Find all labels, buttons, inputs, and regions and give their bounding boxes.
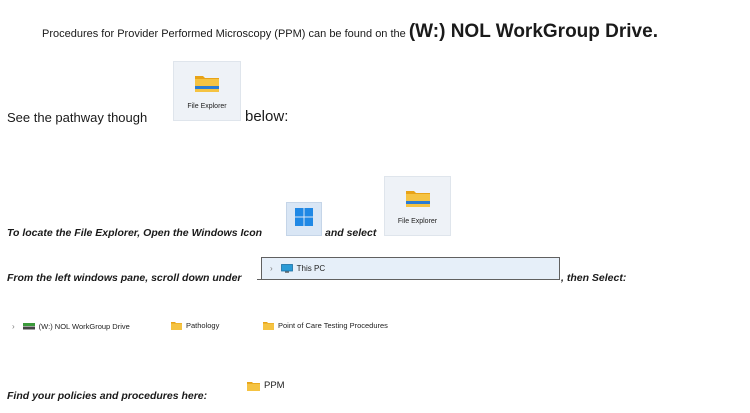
- chevron-right-icon-2: ›: [12, 322, 15, 331]
- file-explorer-folder-icon: [194, 72, 220, 99]
- file-explorer-caption-2: File Explorer: [397, 218, 438, 225]
- left-pane-step-text: From the left windows pane, scroll down …: [7, 272, 242, 284]
- windows-icon: [295, 207, 313, 231]
- path-folder-poct-label: Point of Care Testing Procedures: [278, 321, 388, 330]
- file-explorer-folder-icon-2: [405, 187, 431, 214]
- ppm-folder-item: PPM: [247, 380, 285, 391]
- pathway-text-after: below:: [245, 108, 289, 125]
- left-pane-step-then-select: , then Select:: [561, 272, 627, 284]
- file-explorer-caption: File Explorer: [187, 103, 227, 110]
- locate-step-and-select: and select: [325, 227, 377, 239]
- monitor-icon: [280, 264, 293, 273]
- path-folder-pathology: Pathology: [171, 321, 219, 330]
- this-pc-row-screenshot: › This PC: [261, 257, 560, 280]
- drive-name-heading: (W:) NOL WorkGroup Drive: [408, 21, 653, 42]
- this-pc-underline-left: [257, 279, 262, 280]
- windows-icon-screenshot: [286, 202, 322, 236]
- folder-icon: [171, 321, 182, 330]
- find-step-text: Find your policies and procedures here:: [7, 390, 208, 402]
- file-explorer-screenshot-2: File Explorer: [384, 176, 451, 236]
- chevron-right-icon: ›: [270, 264, 273, 273]
- network-drive-icon: [22, 323, 35, 330]
- path-drive-item: › (W:) NOL WorkGroup Drive: [12, 322, 130, 331]
- file-explorer-screenshot: File Explorer: [173, 61, 241, 121]
- intro-line: Procedures for Provider Performed Micros…: [42, 21, 658, 43]
- folder-icon: [247, 381, 260, 391]
- path-drive-label: (W:) NOL WorkGroup Drive: [38, 322, 130, 331]
- intro-text: Procedures for Provider Performed Micros…: [42, 28, 409, 40]
- path-folder-pathology-label: Pathology: [186, 321, 220, 330]
- folder-icon: [263, 321, 274, 330]
- path-folder-poct: Point of Care Testing Procedures: [263, 321, 388, 330]
- pathway-text-before: See the pathway though: [7, 110, 148, 125]
- ppm-folder-label: PPM: [264, 380, 285, 391]
- intro-period: .: [652, 21, 658, 42]
- this-pc-label: This PC: [296, 264, 326, 273]
- locate-step-text: To locate the File Explorer, Open the Wi…: [7, 227, 263, 239]
